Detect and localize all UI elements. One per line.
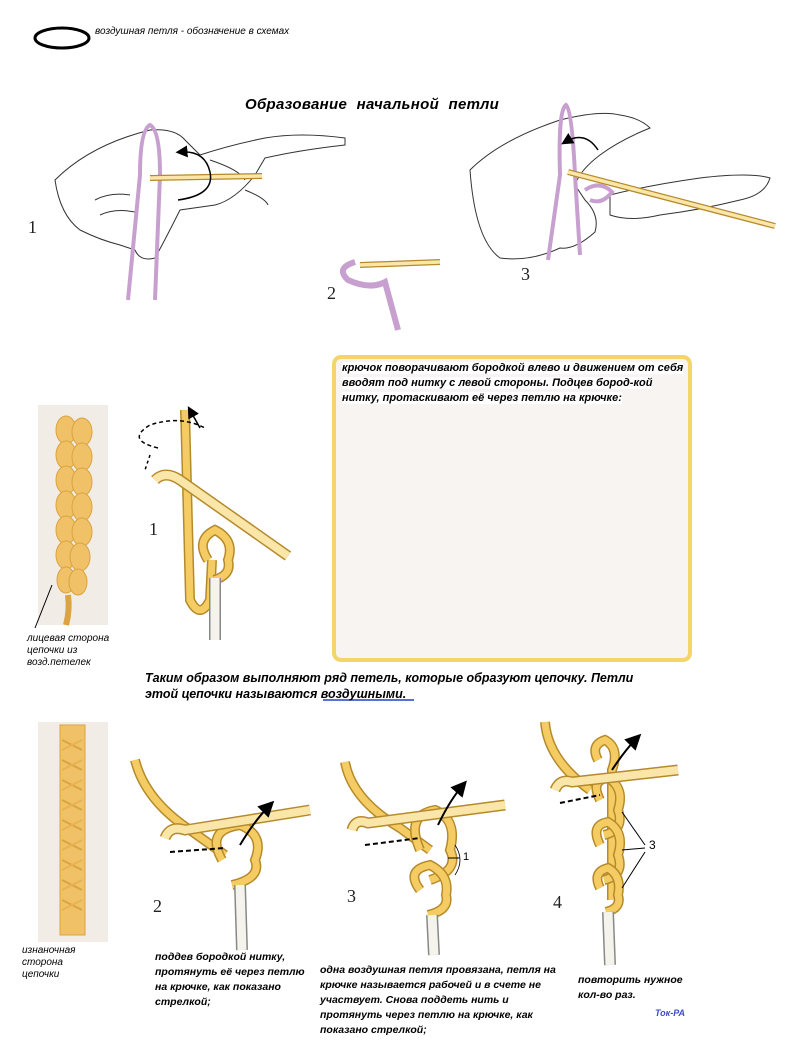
hook-loop-2: [339, 259, 441, 331]
back-chain-photo: [38, 722, 108, 942]
summary-highlight: воздушными: [320, 687, 403, 701]
chain-loops-label: 3: [649, 838, 656, 852]
summary-text-after: .: [402, 687, 407, 701]
info-box-text: крючок поворачивают бородкой влево и дви…: [342, 361, 687, 406]
step-number-top-2: 2: [327, 283, 336, 303]
summary-text: Таким образом выполняют ряд петель, кото…: [145, 670, 645, 702]
hook-3: [567, 169, 776, 229]
credit-signature: Ток-PA: [655, 1008, 686, 1018]
step-number-top-1: 1: [28, 217, 37, 237]
chain-diagram-step2: [130, 758, 311, 951]
air-loop-ellipse-icon: [33, 26, 91, 50]
rotate-arrow-1: [175, 145, 212, 201]
page-title: Образование начальной петли: [245, 96, 500, 113]
chain-diagram-step4: [540, 721, 679, 966]
step-number-bottom-4: 4: [553, 892, 562, 912]
info-box-text-content: крючок поворачивают бородкой влево и дви…: [342, 362, 684, 404]
rotate-arrow-3: [561, 132, 599, 151]
step-number-bottom-2: 2: [153, 896, 162, 916]
front-side-caption: лицевая сторона цепочки из возд.петелек: [27, 633, 110, 668]
front-chain-photo: [34, 405, 108, 629]
thread-3: [546, 102, 615, 261]
info-box: [332, 355, 692, 662]
step2-caption: поддев бородкой нитку, протянуть её чере…: [155, 951, 305, 1008]
step3-caption: одна воздушная петля провязана, петля на…: [320, 964, 556, 1036]
chain-diagram-step3: [340, 760, 506, 956]
step-number-middle-1: 1: [149, 519, 158, 539]
thread-1: [126, 122, 163, 301]
legend-label: воздушная петля - обозначение в схемах: [95, 26, 290, 37]
step4-caption: повторить нужное кол-во раз.: [578, 974, 683, 1001]
back-side-caption: изнаночная сторона цепочки: [22, 945, 76, 980]
summary-text-before: Таким образом выполняют ряд петель, кото…: [145, 671, 634, 701]
hands-illustration-3: [469, 112, 771, 260]
step-number-bottom-3: 3: [347, 886, 356, 906]
working-loop-label: 1: [463, 851, 470, 863]
chain-diagram-step1: [138, 406, 292, 640]
step-number-top-3: 3: [521, 264, 530, 284]
hook-1: [149, 173, 263, 181]
